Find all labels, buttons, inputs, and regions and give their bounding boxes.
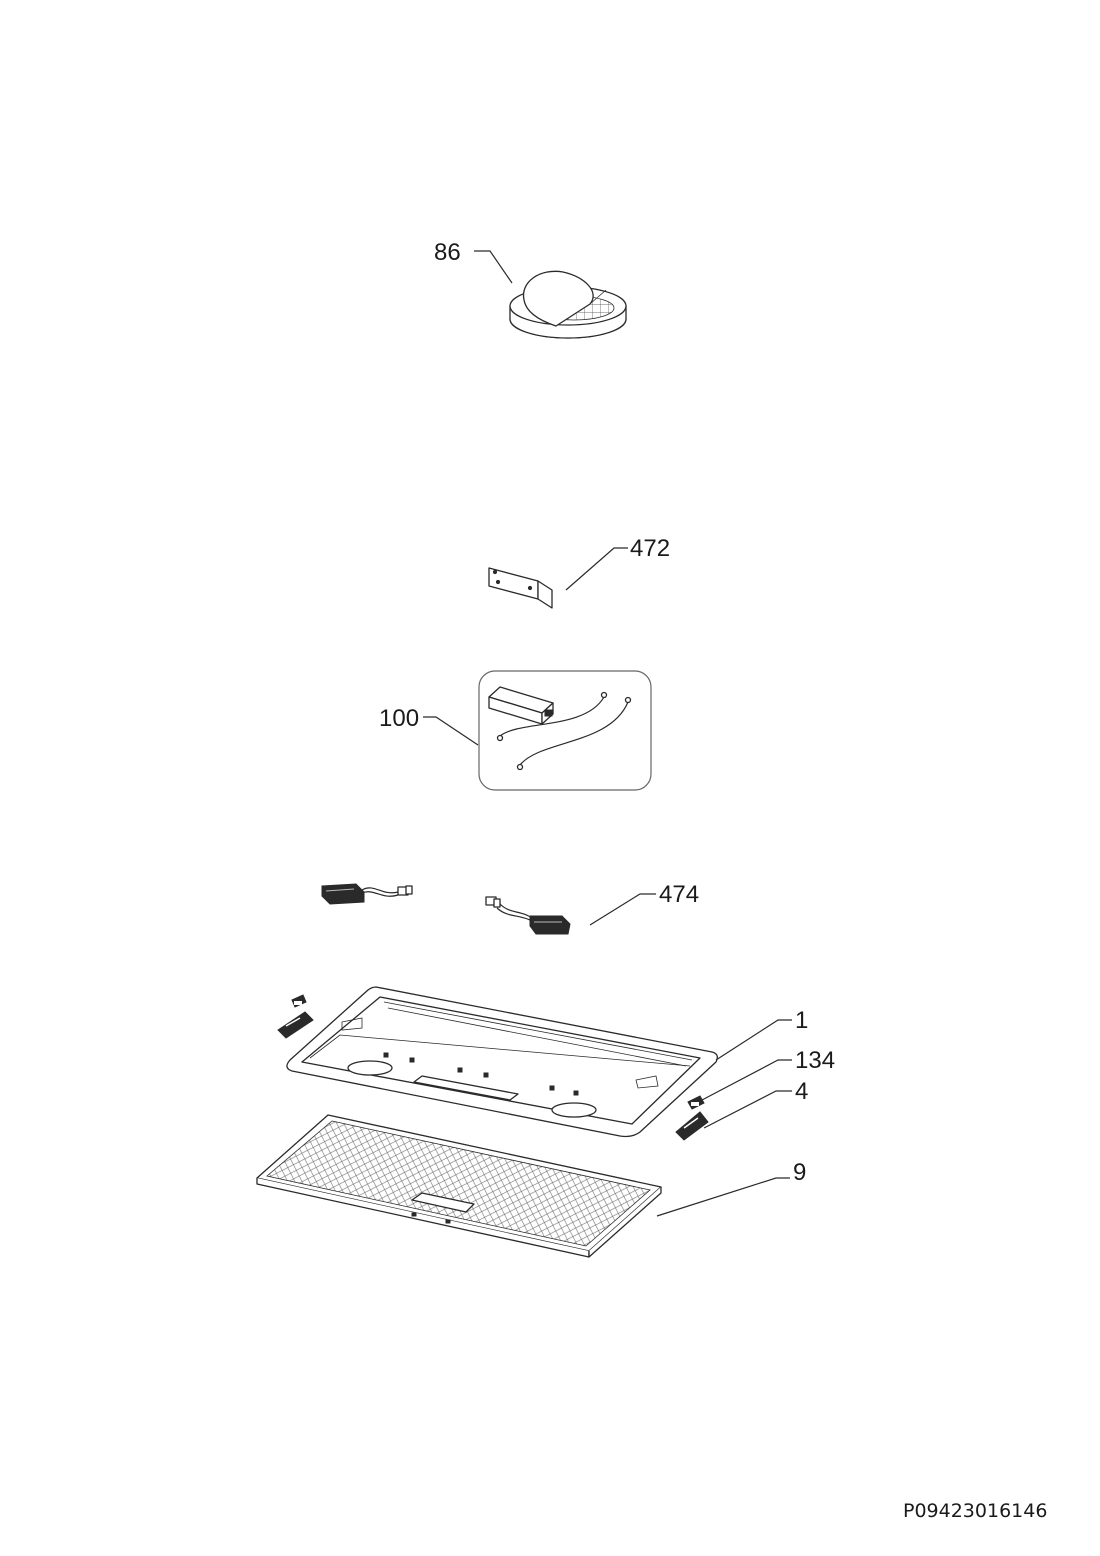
callout-1: 1 [715, 1007, 808, 1061]
callout-86: 86 [434, 239, 513, 284]
label-472: 472 [630, 535, 670, 562]
part-4-latch-right [675, 1111, 709, 1141]
part-9-grease-filter [256, 1114, 662, 1258]
callout-474: 474 [589, 881, 699, 926]
label-100: 100 [379, 705, 419, 732]
callout-100: 100 [379, 705, 479, 746]
label-9: 9 [793, 1159, 806, 1186]
callout-4: 4 [703, 1078, 808, 1129]
part-86-round-filter [509, 270, 627, 339]
label-86: 86 [434, 239, 461, 266]
part-100-transformer-kit [478, 670, 652, 791]
part-472-bracket [488, 567, 553, 609]
label-474: 474 [659, 881, 699, 908]
callout-9: 9 [656, 1159, 806, 1217]
callout-134: 134 [701, 1047, 835, 1101]
part-134-clip-right [687, 1095, 705, 1110]
part-474-lamp-right [485, 896, 571, 935]
label-4: 4 [795, 1078, 808, 1105]
label-1: 1 [795, 1007, 808, 1034]
label-134: 134 [795, 1047, 835, 1074]
part-1-frame [286, 986, 718, 1138]
part-474-lamp-left [321, 883, 413, 905]
drawing-code: P09423016146 [903, 1500, 1047, 1522]
part-4-latch-left [277, 1011, 314, 1039]
part-134-clip-left [291, 994, 307, 1008]
callout-472: 472 [565, 535, 670, 591]
